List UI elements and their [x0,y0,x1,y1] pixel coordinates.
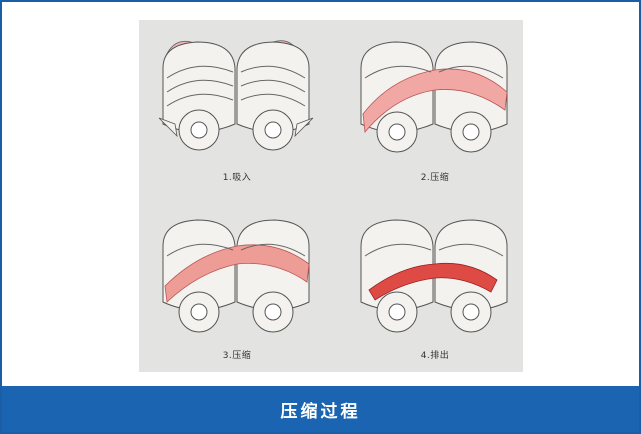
rotor-illustration-compress-1 [351,28,519,160]
panel-caption: 2.压缩 [351,170,519,183]
rotor-illustration-discharge [351,206,519,338]
panel-compress-1 [351,28,519,160]
compression-diagram: 1.吸入 2.压缩 [139,20,523,372]
panel-intake [153,28,321,160]
rotor-illustration-intake [153,28,321,160]
panel-caption: 4.排出 [351,348,519,361]
figure-title: 压缩过程 [281,397,361,422]
footer-banner: 压缩过程 [2,386,639,432]
rotor-illustration-compress-2 [153,206,321,338]
panel-caption: 1.吸入 [153,170,321,183]
panel-caption: 3.压缩 [153,348,321,361]
panel-discharge [351,206,519,338]
panel-compress-2 [153,206,321,338]
